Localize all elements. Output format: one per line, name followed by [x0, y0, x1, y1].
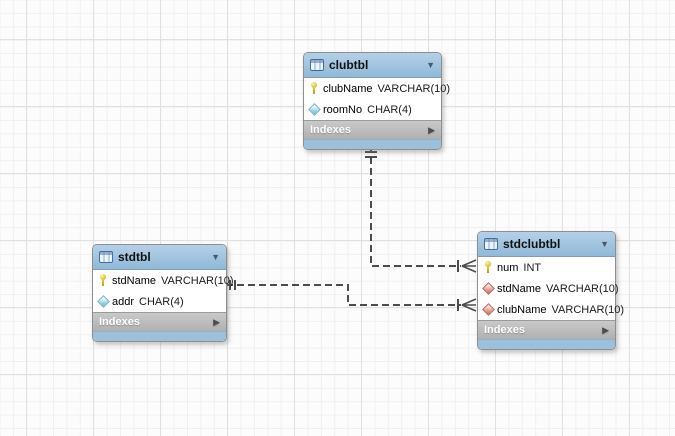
- indexes-bar[interactable]: Indexes ▶: [304, 120, 441, 139]
- column-name: stdName: [497, 282, 542, 295]
- column-type: CHAR(4): [367, 103, 412, 116]
- indexes-label: Indexes: [310, 124, 351, 136]
- column-row[interactable]: clubName VARCHAR(10): [304, 78, 450, 99]
- column-type: VARCHAR(10): [546, 282, 619, 295]
- table-footer: [478, 339, 615, 349]
- table-title: clubtbl: [329, 58, 369, 72]
- collapse-arrow-icon[interactable]: ▼: [426, 59, 435, 70]
- column-name: roomNo: [323, 103, 363, 116]
- cardinality-one-marker: [229, 280, 236, 290]
- column-type: VARCHAR(10): [551, 303, 625, 316]
- column-row[interactable]: num INT: [478, 257, 615, 278]
- column-type: INT: [523, 261, 542, 274]
- column-name: clubName: [497, 303, 547, 316]
- cardinality-one-marker: [365, 151, 377, 158]
- expand-arrow-icon: ▶: [428, 124, 435, 135]
- key-icon: [482, 261, 495, 274]
- table-node-stdtbl[interactable]: stdtbl ▼ stdName VARCHAR(10) addr CHAR(4) I…: [92, 244, 234, 342]
- indexes-bar[interactable]: Indexes ▶: [478, 320, 615, 339]
- column-name: num: [497, 261, 519, 274]
- column-type: VARCHAR(10): [377, 82, 451, 95]
- relationship-clubtbl-stdclubtbl[interactable]: [365, 146, 477, 273]
- table-icon: [99, 251, 113, 263]
- column-name: clubName: [323, 82, 373, 95]
- table-title: stdclubtbl: [503, 237, 561, 251]
- table-icon: [310, 59, 324, 71]
- column-type: VARCHAR(10): [161, 274, 234, 287]
- column-row[interactable]: addr CHAR(4): [93, 291, 226, 312]
- table-header[interactable]: clubtbl ▼: [304, 53, 441, 78]
- column-row[interactable]: stdName VARCHAR(10): [478, 278, 619, 299]
- table-node-clubtbl[interactable]: clubtbl ▼ clubName VARCHAR(10) roomNo CHAR(…: [303, 52, 450, 150]
- key-icon: [308, 82, 321, 95]
- indexes-bar[interactable]: Indexes ▶: [93, 312, 226, 331]
- indexes-label: Indexes: [99, 316, 140, 328]
- key-icon: [97, 274, 110, 287]
- diamond-blue-icon: [308, 103, 321, 116]
- table-footer: [93, 331, 226, 341]
- table-footer: [304, 139, 441, 149]
- crows-foot-icon: [461, 298, 477, 312]
- collapse-arrow-icon[interactable]: ▼: [211, 251, 220, 262]
- diamond-blue-icon: [97, 295, 110, 308]
- column-name: addr: [112, 295, 135, 308]
- column-name: stdName: [112, 274, 157, 287]
- indexes-label: Indexes: [484, 324, 525, 336]
- relationship-line[interactable]: [226, 284, 461, 306]
- column-row[interactable]: clubName VARCHAR(10): [478, 299, 624, 320]
- column-type: CHAR(4): [139, 295, 184, 308]
- collapse-arrow-icon[interactable]: ▼: [600, 238, 609, 249]
- column-row[interactable]: roomNo CHAR(4): [304, 99, 441, 120]
- column-row[interactable]: stdName VARCHAR(10): [93, 270, 234, 291]
- diamond-red-icon: [482, 303, 495, 316]
- column-list: stdName VARCHAR(10) addr CHAR(4): [93, 270, 234, 312]
- table-title: stdtbl: [118, 250, 151, 264]
- table-header[interactable]: stdtbl ▼: [93, 245, 226, 270]
- expand-arrow-icon: ▶: [602, 324, 609, 335]
- expand-arrow-icon: ▶: [213, 316, 220, 327]
- relationship-stdtbl-stdclubtbl[interactable]: [226, 280, 477, 312]
- column-list: clubName VARCHAR(10) roomNo CHAR(4): [304, 78, 450, 120]
- crows-foot-icon: [461, 259, 477, 273]
- table-header[interactable]: stdclubtbl ▼: [478, 232, 615, 257]
- relationship-line[interactable]: [370, 146, 461, 267]
- diamond-red-icon: [482, 282, 495, 295]
- table-icon: [484, 238, 498, 250]
